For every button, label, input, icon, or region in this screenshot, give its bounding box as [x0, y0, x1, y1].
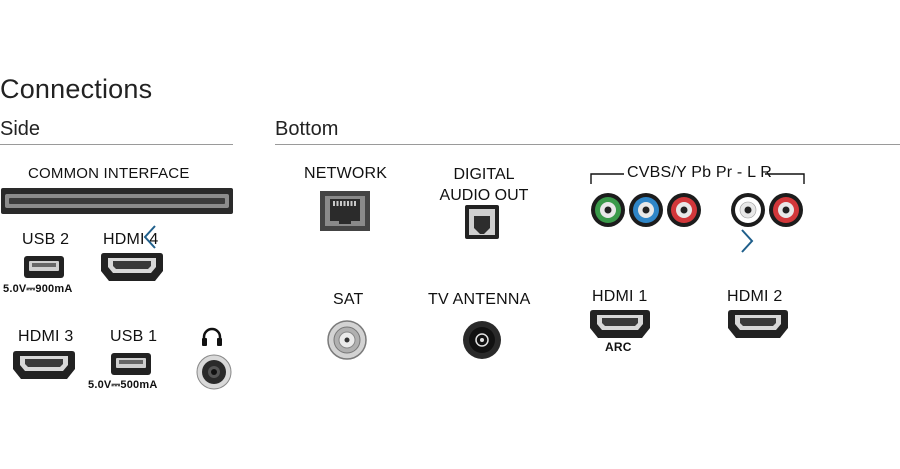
cvbs-bracket [590, 173, 805, 184]
headphones-icon [202, 327, 222, 346]
hdmi1-port [590, 310, 650, 338]
common-interface-label: COMMON INTERFACE [28, 165, 190, 182]
hdmi3-port [13, 351, 75, 379]
common-interface-slot [1, 188, 233, 214]
digital-audio-label-line2: AUDIO OUT [439, 187, 529, 204]
hdmi4-label: HDMI 4 [103, 231, 159, 248]
page-title: Connections [0, 74, 153, 104]
rca-blue-jack [629, 193, 663, 227]
rca-white-jack [731, 193, 765, 227]
section-bottom-heading: Bottom [275, 118, 339, 140]
bottom-divider [275, 144, 900, 145]
digital-audio-out-port [465, 205, 499, 239]
usb1-label: USB 1 [110, 328, 158, 345]
sat-port [327, 320, 367, 360]
hdmi3-label: HDMI 3 [18, 328, 74, 345]
usb1-port [111, 353, 151, 375]
chevron-left-icon[interactable] [142, 224, 158, 250]
digital-audio-label-line1: DIGITAL [453, 166, 515, 183]
usb2-rating: 5.0V⎓900mA [3, 283, 73, 295]
usb2-label: USB 2 [22, 231, 70, 248]
digital-audio-label: DIGITAL AUDIO OUT [432, 164, 536, 206]
headphone-jack [196, 354, 232, 390]
cvbs-label: CVBS/Y Pb Pr - L R [627, 164, 772, 181]
hdmi2-port [728, 310, 788, 338]
usb2-port [24, 256, 64, 278]
network-label: NETWORK [304, 165, 388, 182]
rca-red-jack-audio [769, 193, 803, 227]
hdmi1-arc-label: ARC [605, 340, 632, 354]
rca-jacks [591, 193, 803, 227]
hdmi4-port [101, 253, 163, 281]
chevron-right-icon[interactable] [739, 228, 755, 254]
sat-label: SAT [333, 291, 364, 308]
hdmi2-label: HDMI 2 [727, 288, 783, 305]
usb1-rating: 5.0V⎓500mA [88, 379, 158, 391]
section-side-heading: Side [0, 118, 41, 140]
side-divider [0, 144, 233, 145]
network-port [320, 191, 370, 231]
rca-red-jack-video [667, 193, 701, 227]
tv-antenna-port [463, 321, 501, 359]
rca-green-jack [591, 193, 625, 227]
tv-antenna-label: TV ANTENNA [428, 291, 531, 308]
hdmi1-label: HDMI 1 [592, 288, 648, 305]
